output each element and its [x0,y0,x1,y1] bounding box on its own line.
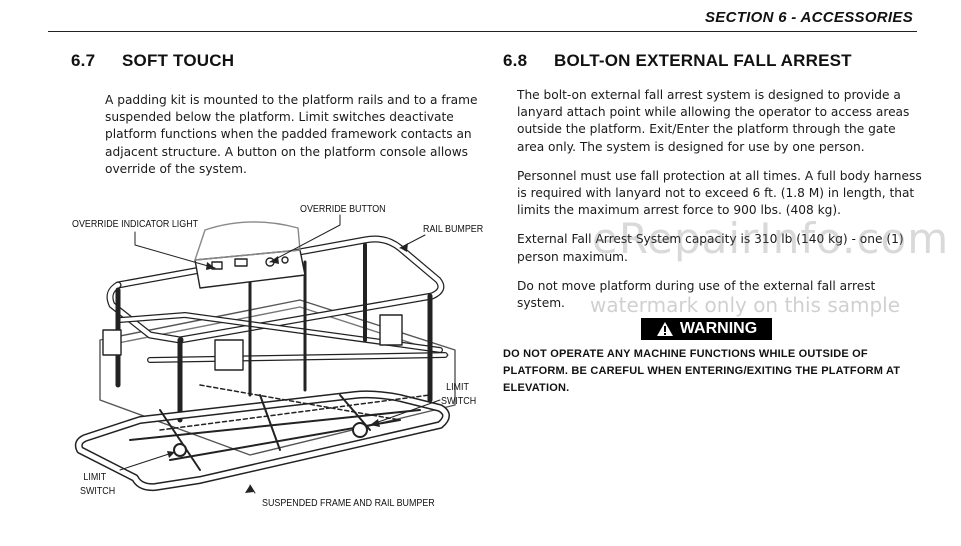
fall-arrest-number: 6.8 [503,51,528,70]
soft-touch-number: 6.7 [71,51,96,70]
soft-touch-title: SOFT TOUCH [122,51,235,70]
fall-arrest-paragraph-1: The bolt-on external fall arrest system … [517,88,910,154]
watermark-brand: eRepairInfo.com [592,214,950,263]
warning-label: WARNING [679,320,758,337]
callout-override-indicator-light: OVERRIDE INDICATOR LIGHT [72,218,199,230]
platform-floor [99,299,456,456]
callout-limit-switch-right-line2: SWITCH [441,395,477,407]
warning-text: DO NOT OPERATE ANY MACHINE FUNCTIONS WHI… [503,348,901,394]
callout-limit-switch-left-line2: SWITCH [80,485,116,497]
fall-arrest-title: BOLT-ON EXTERNAL FALL ARREST [554,51,852,70]
callout-override-button: OVERRIDE BUTTON [300,203,386,215]
callout-rail-bumper: RAIL BUMPER [423,223,484,235]
callout-limit-switch-left-line1: LIMIT [83,471,107,483]
warning-triangle-icon [656,322,673,336]
callout-suspended-frame: SUSPENDED FRAME AND RAIL BUMPER [262,497,435,509]
section-title: SECTION 6 - ACCESSORIES [704,9,913,26]
callout-limit-switch-left: LIMIT SWITCH [80,470,115,498]
soft-touch-paragraph: A padding kit is mounted to the platform… [105,93,478,176]
callout-limit-switch-right: LIMIT SWITCH [441,380,476,408]
limit-switch-right [352,422,368,438]
warning-badge: WARNING [641,318,772,340]
suspended-frame-rail-bumper [74,390,450,492]
fall-arrest-paragraph-3: External Fall Arrest System capacity is … [517,232,904,264]
header-rule [48,31,917,32]
fall-arrest-body: The bolt-on external fall arrest system … [517,87,922,324]
fall-arrest-paragraph-4: Do not move platform during use of the e… [517,278,876,311]
watermark-note: watermark only on this sample [590,293,901,317]
fall-arrest-paragraph-2: Personnel must use fall protection at al… [517,168,922,218]
limit-switch-left [173,443,187,457]
callout-limit-switch-right-line1: LIMIT [446,381,469,393]
